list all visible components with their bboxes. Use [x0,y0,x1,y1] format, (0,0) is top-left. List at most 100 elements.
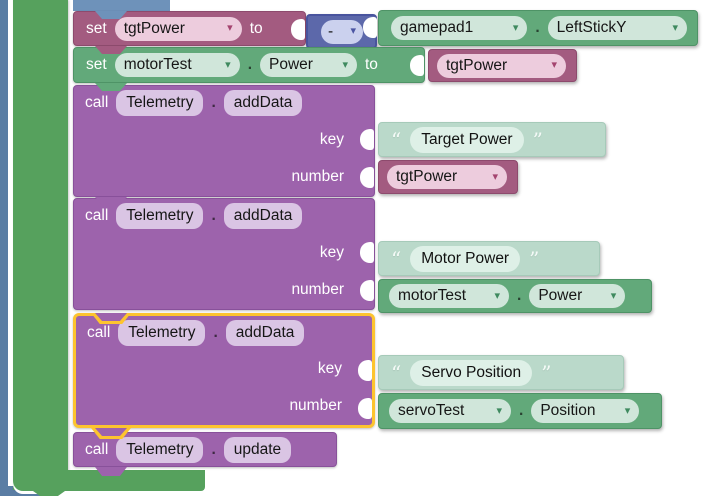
call-keyword: call [85,94,109,112]
device-dropdown-motortest[interactable]: motorTest ▾ [389,284,509,308]
open-quote: “ [391,127,402,152]
device-name: motorTest [398,287,467,304]
variable-dropdown-tgtpower[interactable]: tgtPower ▾ [437,53,566,78]
value-socket [410,55,424,76]
open-quote: “ [391,246,402,271]
property-name: Power [269,56,313,73]
value-socket [358,398,372,419]
block-bottom-tab [95,83,127,91]
top-partial-block[interactable] [73,0,170,11]
variable-dropdown-tgtpower[interactable]: tgtPower ▾ [114,16,242,41]
close-quote: ” [529,246,540,271]
key-input-label: key [319,243,344,261]
loop-block-left-bar[interactable] [13,0,68,490]
left-partial-block[interactable] [0,0,8,496]
dot-separator: . [211,440,216,458]
block-gamepad1-leftsticky[interactable]: gamepad1 ▾ . LeftStickY ▾ [378,10,698,46]
method-label: addData [223,203,303,230]
block-call-adddata-motor[interactable]: call Telemetry . addData key number [73,198,375,310]
variable-name: tgtPower [123,19,185,37]
device-name: gamepad1 [400,19,474,36]
property-name: Position [540,402,596,419]
call-keyword: call [85,440,109,458]
block-call-adddata-servo-selected[interactable]: call Telemetry . addData key number [73,313,375,428]
dot-separator: . [247,56,252,73]
method-label: addData [223,90,303,117]
property-dropdown-position[interactable]: Position ▾ [531,399,640,423]
dropdown-arrow-icon: ▾ [496,404,502,417]
dropdown-arrow-icon: ▾ [610,289,617,302]
negate-operator-dropdown[interactable]: - ▾ [321,19,363,44]
loop-block-bottom-tab [33,491,65,496]
number-input-label: number [289,396,342,414]
text-field[interactable]: Motor Power [410,245,521,272]
block-variable-tgtpower[interactable]: tgtPower ▾ [428,49,577,82]
top-partial-block-tab [95,11,127,19]
block-bottom-tab [95,467,127,476]
dot-separator: . [535,19,540,36]
block-set-motortest-power[interactable]: set motorTest ▾ . Power ▾ to [73,47,425,83]
block-text-motor-power[interactable]: “ Motor Power ” [378,241,600,276]
left-partial-block-bottom[interactable] [0,486,54,496]
variable-dropdown-tgtpower[interactable]: tgtPower ▾ [387,165,507,189]
block-text-target-power[interactable]: “ Target Power ” [378,122,606,157]
device-name: motorTest [123,56,192,73]
method-label: update [223,436,292,463]
block-motortest-power[interactable]: motorTest ▾ . Power ▾ [378,279,652,313]
property-dropdown-power[interactable]: Power ▾ [529,284,626,308]
value-socket [360,167,374,188]
key-input-label: key [319,130,344,148]
variable-name: tgtPower [446,56,508,74]
method-label: addData [225,320,305,346]
dropdown-arrow-icon: ▾ [672,21,678,34]
component-label: Telemetry [116,203,204,230]
number-input-label: number [291,281,344,299]
value-socket [360,280,374,301]
dropdown-arrow-icon: ▾ [494,289,500,302]
operator-symbol: - [328,22,334,40]
text-field[interactable]: Servo Position [410,359,533,386]
call-keyword: call [85,207,109,225]
dot-separator: . [519,402,524,419]
block-text-servo-position[interactable]: “ Servo Position ” [378,355,624,390]
property-dropdown-power[interactable]: Power ▾ [260,53,357,77]
component-label: Telemetry [116,90,204,117]
block-bottom-tab [95,428,127,436]
to-keyword: to [249,19,263,37]
set-keyword: set [86,19,107,37]
number-input-label: number [291,168,344,186]
dot-separator: . [211,94,216,112]
value-socket [363,17,377,38]
block-bottom-tab [95,46,127,54]
value-socket [360,129,374,150]
value-socket [291,19,305,40]
dropdown-arrow-icon: ▾ [227,22,233,34]
close-quote: ” [541,360,552,385]
device-name: servoTest [398,402,465,419]
block-variable-tgtpower[interactable]: tgtPower ▾ [378,160,518,194]
dropdown-arrow-icon: ▾ [551,59,557,71]
close-quote: ” [532,127,543,152]
dot-separator: . [517,287,522,304]
device-dropdown-motortest[interactable]: motorTest ▾ [114,53,240,77]
loop-block-bottom-bar[interactable] [13,470,205,491]
block-call-adddata-target[interactable]: call Telemetry . addData key number [73,85,375,197]
value-socket [358,360,372,381]
property-name: Power [538,287,583,304]
block-set-tgtpower[interactable]: set tgtPower ▾ to [73,11,306,46]
block-servotest-position[interactable]: servoTest ▾ . Position ▾ [378,393,662,429]
device-dropdown-gamepad1[interactable]: gamepad1 ▾ [391,16,528,40]
call-keyword: call [87,324,111,341]
dropdown-arrow-icon: ▾ [512,21,519,34]
block-call-telemetry-update[interactable]: call Telemetry . update [73,432,337,467]
key-input-label: key [317,359,342,377]
device-dropdown-servotest[interactable]: servoTest ▾ [389,399,511,423]
text-field[interactable]: Target Power [410,126,524,153]
dropdown-arrow-icon: ▾ [225,58,231,71]
dropdown-arrow-icon: ▾ [492,170,498,183]
property-dropdown-leftsticky[interactable]: LeftStickY ▾ [547,16,687,40]
component-label: Telemetry [116,436,204,463]
variable-name: tgtPower [396,168,458,185]
set-keyword: set [86,56,107,73]
